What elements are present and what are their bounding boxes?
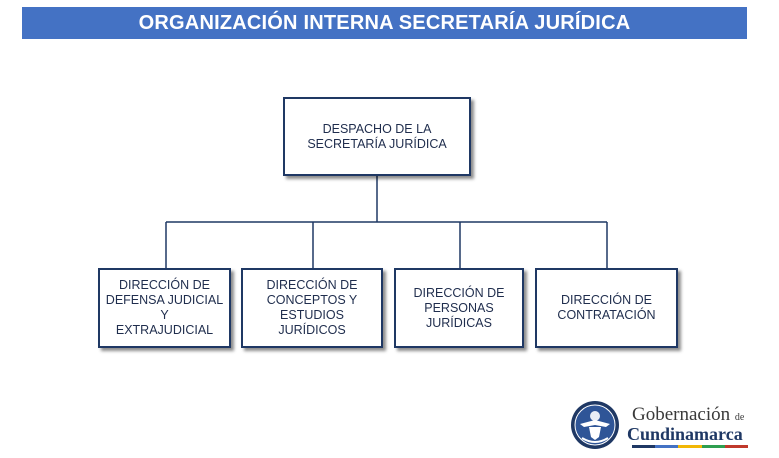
- org-box-personas-juridicas-label: DIRECCIÓN DE PERSONAS JURÍDICAS: [413, 285, 505, 330]
- org-box-personas-juridicas: DIRECCIÓN DE PERSONAS JURÍDICAS: [394, 268, 524, 348]
- logo-stripe-segment: [655, 445, 679, 448]
- gobernacion-logo: Gobernación de Cundinamarca: [570, 400, 760, 452]
- title-bar: ORGANIZACIÓN INTERNA SECRETARÍA JURÍDICA: [22, 7, 747, 39]
- logo-stripe-segment: [678, 445, 702, 448]
- org-box-defensa-judicial-label: DIRECCIÓN DE DEFENSA JUDICIAL Y EXTRAJUD…: [105, 278, 224, 337]
- org-box-defensa-judicial: DIRECCIÓN DE DEFENSA JUDICIAL Y EXTRAJUD…: [98, 268, 231, 348]
- org-box-contratacion-label: DIRECCIÓN DE CONTRATACIÓN: [557, 293, 656, 322]
- logo-stripe-segment: [632, 445, 656, 448]
- logo-stripe-segment: [701, 445, 725, 448]
- logo-color-stripe: [632, 445, 749, 448]
- logo-cundinamarca-text: Cundinamarca: [627, 424, 743, 444]
- org-box-despacho-label: DESPACHO DE LA SECRETARÍA JURÍDICA: [307, 121, 447, 151]
- logo-gobernacion-text: Gobernación de: [632, 404, 745, 425]
- org-box-contratacion: DIRECCIÓN DE CONTRATACIÓN: [535, 268, 678, 348]
- org-box-conceptos-estudios-label: DIRECCIÓN DE CONCEPTOS Y ESTUDIOS JURÍDI…: [266, 278, 358, 337]
- page-title: ORGANIZACIÓN INTERNA SECRETARÍA JURÍDICA: [138, 11, 631, 34]
- org-box-despacho: DESPACHO DE LA SECRETARÍA JURÍDICA: [283, 97, 471, 176]
- logo-stripe-segment: [724, 445, 749, 448]
- cundinamarca-seal-icon: [571, 401, 619, 449]
- org-box-conceptos-estudios: DIRECCIÓN DE CONCEPTOS Y ESTUDIOS JURÍDI…: [241, 268, 383, 348]
